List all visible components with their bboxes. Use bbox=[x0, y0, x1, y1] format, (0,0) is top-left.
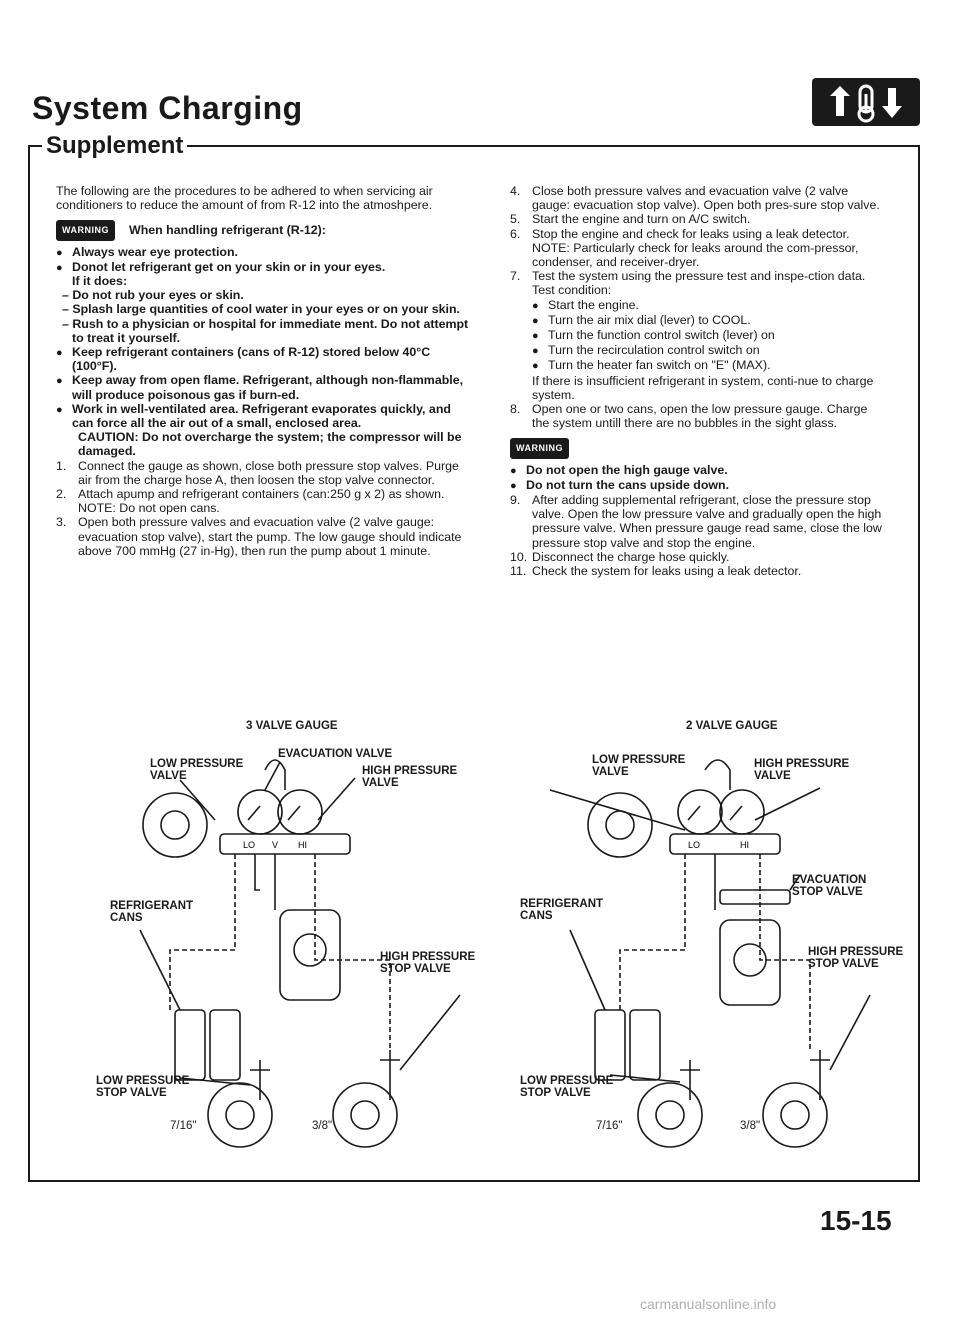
condition-item: Start the engine. bbox=[532, 298, 888, 313]
warning-badge: WARNING bbox=[56, 220, 115, 241]
section-title: Supplement bbox=[42, 132, 188, 160]
step-item: 3.Open both pressure valves and evacuati… bbox=[56, 515, 462, 558]
bullet-icon bbox=[56, 260, 72, 288]
step-item: 1.Connect the gauge as shown, close both… bbox=[56, 458, 459, 487]
bullet-item: Keep away from open flame. Refrigerant, … bbox=[56, 373, 474, 401]
low-gauge bbox=[237, 789, 283, 835]
bullet-item: Always wear eye protection. bbox=[56, 245, 474, 260]
intro-text: The following are the procedures to be a… bbox=[56, 184, 433, 213]
gauge-v-label: V bbox=[272, 840, 278, 850]
right-column: 4.Close both pressure valves and evacuat… bbox=[510, 184, 888, 578]
content-frame bbox=[28, 145, 920, 1182]
gauge-lo-label: LO bbox=[688, 840, 700, 850]
bullet-icon bbox=[56, 373, 72, 401]
bullet-icon bbox=[56, 245, 72, 260]
bullet-item: Work in well-ventilated area. Refrigeran… bbox=[56, 402, 474, 430]
bullet-icon bbox=[510, 463, 526, 478]
footer-watermark: carmanualsonline.info bbox=[640, 1296, 777, 1312]
high-gauge bbox=[277, 789, 323, 835]
bullet-item: Do not open the high gauge valve. bbox=[510, 463, 888, 478]
condition-item: Turn the air mix dial (lever) to COOL. bbox=[532, 313, 888, 328]
bullet-item: Donot let refrigerant get on your skin o… bbox=[56, 260, 474, 288]
bullet-icon bbox=[510, 478, 526, 493]
bullet-icon bbox=[532, 328, 548, 343]
bullet-icon bbox=[56, 402, 72, 430]
diagram-2-valve-gauge: LO HI bbox=[549, 759, 871, 1148]
condition-item: Turn the heater fan switch on "E" (MAX). bbox=[532, 358, 888, 373]
dash-item: – Rush to a physician or hospital for im… bbox=[62, 316, 469, 345]
bullet-icon bbox=[532, 298, 548, 313]
bullet-icon bbox=[532, 343, 548, 358]
dash-item: – Splash large quantities of cool water … bbox=[62, 302, 460, 317]
bullet-icon bbox=[532, 358, 548, 373]
step-item: 9.After adding supplemental refrigerant,… bbox=[510, 493, 882, 550]
bullet-icon bbox=[532, 313, 548, 328]
gauge-hi-label: HI bbox=[740, 840, 749, 850]
label-size-small: 7/16" bbox=[170, 1120, 197, 1132]
caution-text: CAUTION: Do not overcharge the system; t… bbox=[78, 430, 462, 459]
label-size-small: 7/16" bbox=[596, 1120, 623, 1132]
left-column: The following are the procedures to be a… bbox=[56, 184, 474, 558]
step-item: 10.Disconnect the charge hose quickly. bbox=[510, 549, 730, 564]
bullet-item: Keep refrigerant containers (cans of R-1… bbox=[56, 345, 474, 373]
step-item: 4.Close both pressure valves and evacuat… bbox=[510, 184, 880, 213]
condition-item: Turn the recirculation control switch on bbox=[532, 343, 888, 358]
gauge-hi-label: HI bbox=[298, 840, 307, 850]
step-item: 11.Check the system for leaks using a le… bbox=[510, 564, 802, 579]
label-size-large: 3/8" bbox=[740, 1120, 761, 1132]
dash-item: – Do not rub your eyes or skin. bbox=[62, 288, 244, 303]
thermometer-arrows-icon bbox=[812, 78, 920, 126]
step-item: 8.Open one or two cans, open the low pre… bbox=[510, 402, 868, 431]
diagram-3-valve-gauge: LO V HI bbox=[139, 759, 461, 1148]
page-title: System Charging bbox=[32, 90, 303, 126]
warning-header: WARNING When handling refrigerant (R-12)… bbox=[56, 220, 474, 241]
step-item: 6.Stop the engine and check for leaks us… bbox=[510, 226, 859, 270]
bullet-item: Do not turn the cans upside down. bbox=[510, 478, 888, 493]
diagram-title-3-valve: 3 VALVE GAUGE bbox=[246, 720, 338, 732]
condition-item: Turn the function control switch (lever)… bbox=[532, 328, 888, 343]
step-item: 7. Test the system using the pressure te… bbox=[510, 269, 888, 402]
warning-title: When handling refrigerant (R-12): bbox=[129, 223, 326, 238]
label-evacuation-valve: EVACUATION VALVE bbox=[278, 748, 393, 760]
bullet-icon bbox=[56, 345, 72, 373]
step-item: 5.Start the engine and turn on A/C switc… bbox=[510, 212, 751, 227]
label-size-large: 3/8" bbox=[312, 1120, 333, 1132]
warning-badge: WARNING bbox=[510, 438, 569, 459]
gauge-lo-label: LO bbox=[243, 840, 255, 850]
step-item: 2.Attach apump and refrigerant container… bbox=[56, 487, 445, 516]
warning-header: WARNING bbox=[510, 438, 888, 459]
diagram-title-2-valve: 2 VALVE GAUGE bbox=[686, 720, 778, 732]
page-number: 15-15 bbox=[820, 1205, 892, 1236]
